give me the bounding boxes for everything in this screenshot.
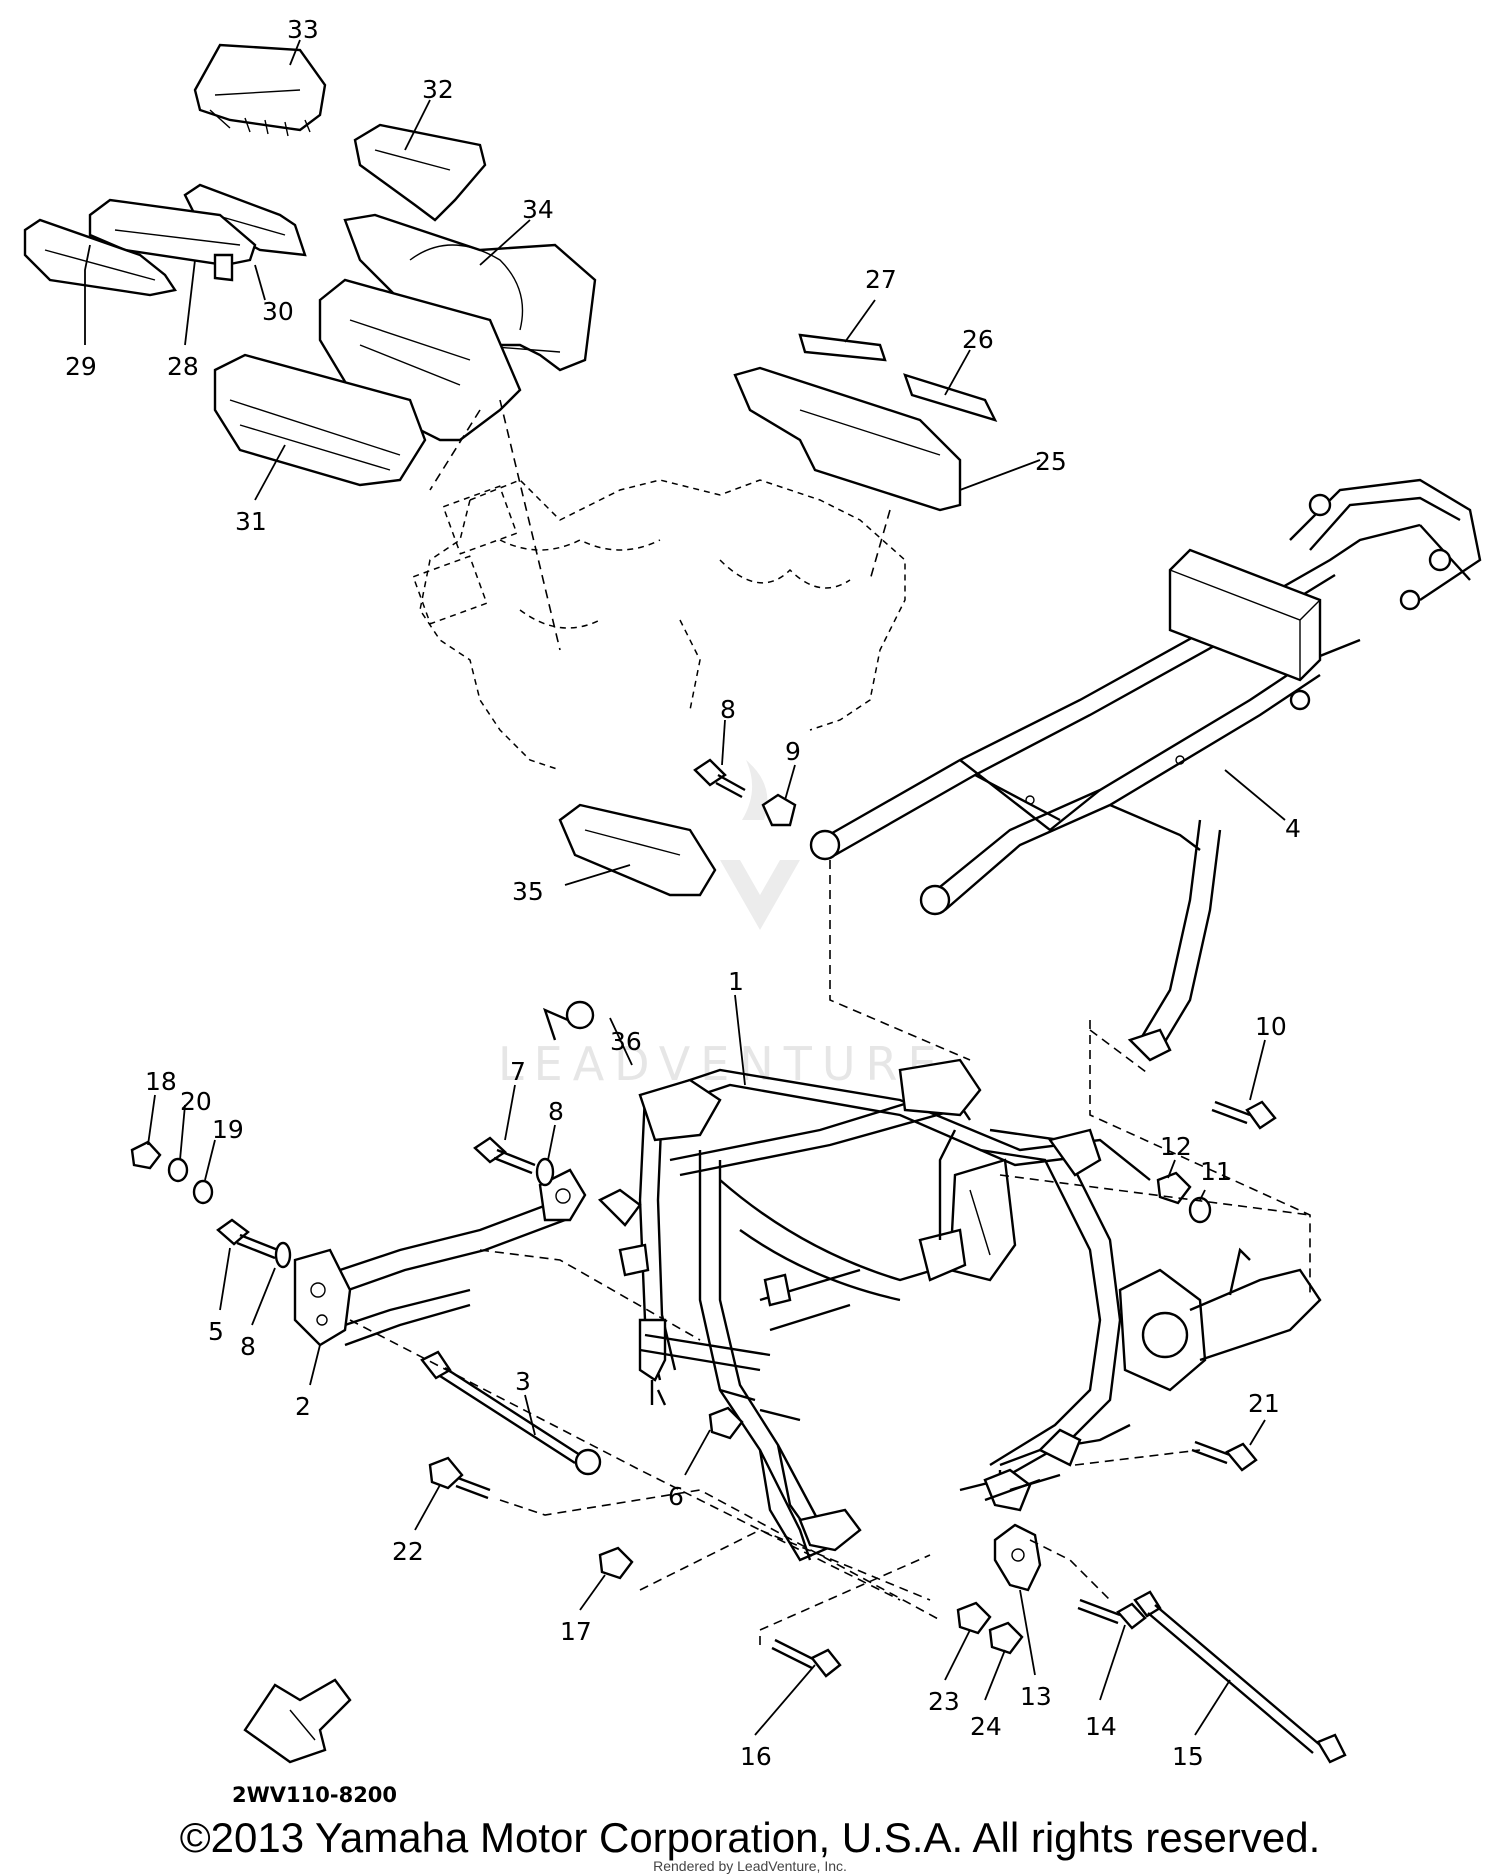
callout-9: 8 — [720, 695, 736, 724]
callout-26: 25 — [1035, 447, 1067, 476]
cover-29[interactable] — [88, 198, 257, 282]
drawing-code: 2WV110-8200 — [232, 1783, 397, 1807]
callout-13: 12 — [1160, 1132, 1192, 1161]
nut-13[interactable] — [1156, 1171, 1192, 1205]
callout-33: 32 — [422, 75, 454, 104]
washer-8-upper[interactable] — [535, 1157, 555, 1187]
callout-3: 3 — [515, 1367, 531, 1396]
callout-17: 16 — [740, 1742, 772, 1771]
bracket-14[interactable] — [993, 1523, 1042, 1592]
callout-8-upper: 8 — [548, 1097, 564, 1126]
cover-26[interactable] — [733, 366, 962, 512]
main-frame-1[interactable] — [597, 1058, 1322, 1562]
callout-5: 5 — [208, 1317, 224, 1346]
callout-2: 2 — [295, 1392, 311, 1421]
callout-27: 26 — [962, 325, 994, 354]
bolt-23[interactable] — [428, 1456, 491, 1500]
nut-19[interactable] — [130, 1140, 162, 1170]
washer-8-lower[interactable] — [274, 1241, 292, 1269]
nut-24[interactable] — [956, 1601, 992, 1635]
cover-34[interactable] — [193, 43, 327, 137]
callout-10: 9 — [785, 737, 801, 766]
callout-22: 21 — [1248, 1389, 1280, 1418]
callout-16: 15 — [1172, 1742, 1204, 1771]
callout-31: 30 — [262, 297, 294, 326]
bolt-9[interactable] — [693, 758, 746, 799]
washer-20[interactable] — [192, 1179, 214, 1205]
bolt-17[interactable] — [771, 1638, 842, 1678]
callout-34: 33 — [287, 15, 319, 44]
callout-4: 4 — [1285, 814, 1301, 843]
callout-15: 14 — [1085, 1712, 1117, 1741]
plate-28[interactable] — [798, 333, 887, 362]
callout-30: 29 — [65, 352, 97, 381]
bolt-22[interactable] — [1191, 1440, 1258, 1472]
plate-27[interactable] — [903, 373, 998, 422]
callout-36: 35 — [512, 877, 544, 906]
callout-20: 19 — [212, 1115, 244, 1144]
callout-24: 23 — [928, 1687, 960, 1716]
callout-8-lower: 8 — [240, 1332, 256, 1361]
leader-lines — [84, 39, 1286, 1736]
cover-33[interactable] — [353, 123, 487, 222]
callout-29: 28 — [167, 352, 199, 381]
callout-labels: 33 32 34 29 28 30 31 27 26 25 4 8 9 35 3… — [65, 15, 1301, 1771]
cover-35[interactable] — [343, 213, 597, 372]
engine-outline — [412, 479, 906, 771]
callout-19: 18 — [145, 1067, 177, 1096]
callout-6: 6 — [668, 1482, 684, 1511]
callout-25: 24 — [970, 1712, 1002, 1741]
engine-bracket-2[interactable] — [293, 1168, 587, 1347]
bracket-10[interactable] — [761, 793, 797, 827]
callout-18: 17 — [560, 1617, 592, 1646]
cover-alignment-line — [499, 399, 561, 651]
cover-30[interactable] — [23, 218, 177, 297]
watermark: LEADVENTURE — [498, 760, 947, 1091]
nut-6[interactable] — [708, 1406, 744, 1440]
washer-21[interactable] — [167, 1157, 189, 1183]
cover-32-gasket[interactable] — [213, 278, 522, 487]
nut-25[interactable] — [988, 1621, 1024, 1655]
bolt-15[interactable] — [1077, 1598, 1147, 1630]
callout-14: 13 — [1020, 1682, 1052, 1711]
through-bolt-16[interactable] — [1133, 1590, 1347, 1764]
watermark-text: LEADVENTURE — [498, 1037, 947, 1091]
copyright-notice: ©2013 Yamaha Motor Corporation, U.S.A. A… — [179, 1814, 1321, 1861]
bolt-11[interactable] — [1211, 1100, 1277, 1130]
bolt-5[interactable] — [216, 1218, 279, 1260]
rendered-by-credit: Rendered by LeadVenture, Inc. — [653, 1858, 847, 1874]
bolt-7[interactable] — [473, 1136, 536, 1175]
bracket-37[interactable] — [543, 1000, 595, 1041]
callout-28: 27 — [865, 265, 897, 294]
forward-arrow-icon — [243, 1678, 352, 1764]
callout-12: 11 — [1200, 1157, 1232, 1186]
callout-35: 34 — [522, 195, 554, 224]
cover-36[interactable] — [558, 803, 717, 897]
callout-21: 20 — [180, 1087, 212, 1116]
callout-1: 1 — [728, 967, 744, 996]
rear-frame-4[interactable] — [809, 478, 1482, 1062]
callout-37: 36 — [610, 1027, 642, 1056]
nut-18[interactable] — [598, 1546, 634, 1580]
callout-7: 7 — [510, 1057, 526, 1086]
callout-32: 31 — [235, 507, 267, 536]
callout-11: 10 — [1255, 1012, 1287, 1041]
callout-23: 22 — [392, 1537, 424, 1566]
